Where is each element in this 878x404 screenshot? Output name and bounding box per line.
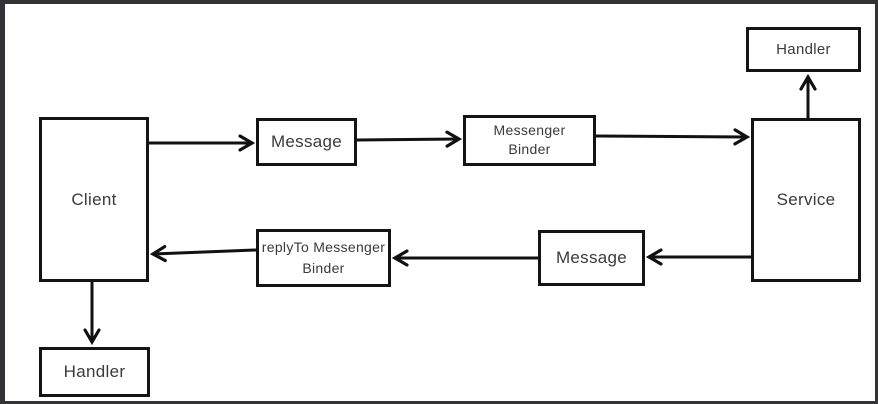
node-handler-top-label: Handler — [776, 41, 831, 58]
diagram-canvas — [5, 4, 875, 401]
node-message-bottom-label: Message — [555, 248, 628, 267]
node-handler-top: Handler — [746, 27, 861, 72]
node-messenger-binder: Messenger Binder — [463, 115, 596, 166]
node-handler-bottom-label: Handler — [63, 362, 126, 381]
node-client-label: Client — [71, 189, 117, 209]
node-replyto-binder-line1: replyTo Messenger — [261, 238, 386, 255]
node-service-label: Service — [776, 190, 836, 209]
arrow-replyto-binder-to-client — [149, 244, 257, 263]
node-service: Service — [751, 118, 861, 282]
node-messenger-binder-line2: Binder — [508, 141, 551, 158]
node-replyto-binder-line2: Binder — [302, 259, 345, 276]
arrow-message-top-to-messenger-binder — [356, 130, 463, 148]
node-message-bottom: Message — [538, 230, 645, 286]
node-replyto-messenger-binder: replyTo Messenger Binder — [256, 229, 391, 287]
node-message-top: Message — [256, 118, 357, 166]
node-handler-bottom: Handler — [39, 347, 150, 397]
arrow-messenger-binder-to-service — [595, 128, 751, 146]
node-message-top-label: Message — [270, 132, 343, 151]
node-messenger-binder-line1: Messenger — [493, 122, 566, 139]
node-client: Client — [39, 117, 149, 282]
